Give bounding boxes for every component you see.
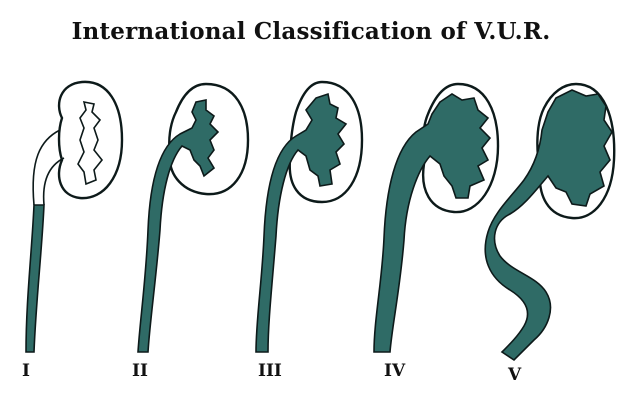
grade-3-ureter-and-pelvis <box>256 94 346 352</box>
grade-2-ureter-and-pelvis <box>138 100 218 352</box>
grade-4-ureter-and-pelvis <box>374 94 490 352</box>
grade-1-figure: I <box>22 82 122 381</box>
grade-2-label: II <box>132 361 148 381</box>
grade-4-figure: IV <box>374 84 498 381</box>
grade-5-figure: V <box>485 84 614 385</box>
grade-5-label: V <box>507 365 522 385</box>
grade-1-label: I <box>22 361 30 381</box>
grade-2-figure: II <box>132 84 248 381</box>
grade-3-figure: III <box>256 82 362 381</box>
grade-1-refluxed-ureter <box>26 205 44 352</box>
grade-5-ureter-and-pelvis <box>485 90 612 360</box>
grade-4-label: IV <box>384 361 406 381</box>
grade-3-label: III <box>258 361 282 381</box>
